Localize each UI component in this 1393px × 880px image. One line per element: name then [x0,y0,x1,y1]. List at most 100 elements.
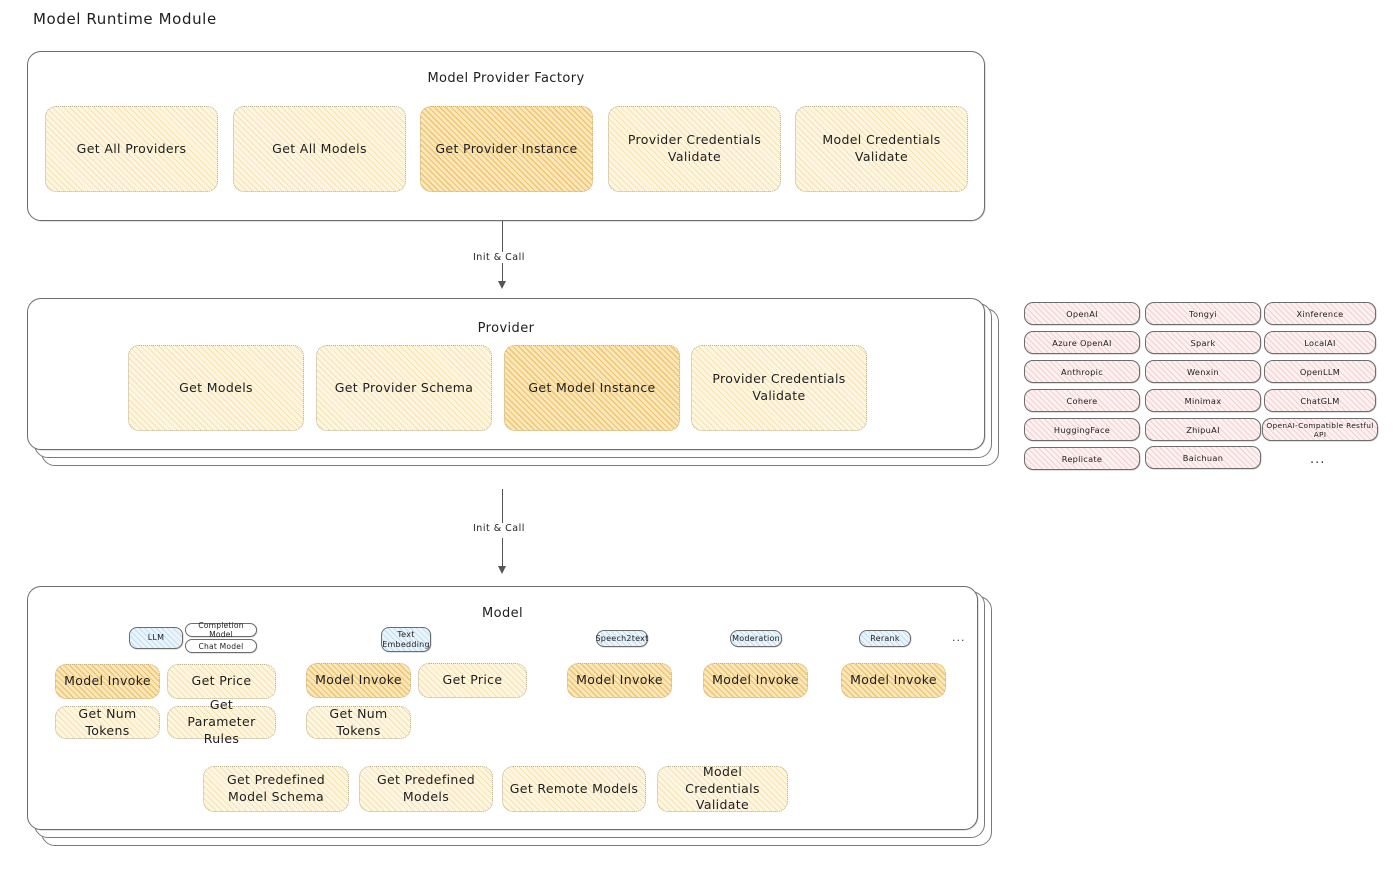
node-label: Model Invoke [64,673,151,689]
node-get-predefined-model-schema[interactable]: Get Predefined Model Schema [203,766,349,812]
provider-chip-wenxin[interactable]: Wenxin [1145,360,1261,383]
node-provider-credentials-validate[interactable]: Provider Credentials Validate [608,106,781,192]
provider-chip-openai-compatible-restful-api[interactable]: OpenAI-Compatible Restful API [1262,418,1378,441]
arrow-provider-to-model-line-lower [502,538,504,568]
provider-chip-tongyi[interactable]: Tongyi [1145,302,1261,325]
chip-label: Cohere [1066,395,1098,406]
provider-chip-cohere[interactable]: Cohere [1024,389,1140,412]
node-label: Get Parameter Rules [187,697,256,746]
provider-title: Provider [477,321,535,336]
provider-chip-anthropic[interactable]: Anthropic [1024,360,1140,383]
model-type-tag-text-embedding[interactable]: Text Embedding [381,627,431,652]
node-label: Provider Credentials Validate [627,132,762,164]
arrow-factory-to-provider-line-lower [502,265,504,283]
node-text-embedding-get-num-tokens[interactable]: Get Num Tokens [306,706,411,739]
model-subtag-completion-model[interactable]: Completion Model [185,621,257,639]
provider-chip-zhipuai[interactable]: ZhipuAI [1145,418,1261,441]
tag-label: Moderation [732,633,780,643]
provider-chip-huggingface[interactable]: HuggingFace [1024,418,1140,441]
tag-label: LLM [147,633,165,642]
node-label: Get Predefined Models [376,772,476,804]
node-speech2text-model-invoke[interactable]: Model Invoke [567,663,672,698]
node-label: Get Price [442,672,503,688]
provider-list-more: ... [1310,452,1326,467]
provider-chip-chatglm[interactable]: ChatGLM [1264,389,1376,412]
node-llm-model-invoke[interactable]: Model Invoke [55,664,160,699]
arrow-factory-to-provider-label: Init & Call [469,252,529,263]
node-get-predefined-models[interactable]: Get Predefined Models [359,766,493,812]
arrow-provider-to-model-label: Init & Call [469,523,529,534]
node-get-models[interactable]: Get Models [128,345,304,431]
node-text-embedding-model-invoke[interactable]: Model Invoke [306,663,411,698]
node-model-credentials-validate-2[interactable]: Model Credentials Validate [657,764,788,812]
subtag-label: Completion Model [198,621,244,639]
model-type-tag-rerank[interactable]: Rerank [859,630,911,647]
chip-label: Minimax [1184,395,1222,406]
node-label: Model Invoke [576,672,663,688]
chip-label: HuggingFace [1053,424,1111,435]
chip-label: ChatGLM [1300,395,1340,406]
chip-label: OpenLLM [1299,366,1341,377]
node-label: Get Provider Schema [334,379,474,395]
tag-label: Speech2text [595,633,649,643]
chip-label: Wenxin [1187,366,1219,377]
provider-chip-azure-openai[interactable]: Azure OpenAI [1024,331,1140,354]
provider-chip-openllm[interactable]: OpenLLM [1264,360,1376,383]
node-llm-get-parameter-rules[interactable]: Get Parameter Rules [167,697,276,746]
node-get-all-models[interactable]: Get All Models [233,106,406,192]
node-label: Get Provider Instance [435,140,578,156]
arrow-provider-to-model-head [498,566,506,574]
arrow-provider-to-model-line [502,489,504,525]
chip-label: Anthropic [1060,366,1104,377]
node-text-embedding-get-price[interactable]: Get Price [418,663,527,698]
chip-label: Spark [1190,337,1216,348]
node-label: Get Predefined Model Schema [226,772,326,804]
node-llm-get-price[interactable]: Get Price [167,664,276,699]
provider-chip-minimax[interactable]: Minimax [1145,389,1261,412]
node-label: Model Invoke [850,672,937,688]
arrow-factory-to-provider-line [502,221,504,265]
node-get-provider-instance[interactable]: Get Provider Instance [420,106,593,192]
tag-label: Rerank [870,633,900,643]
node-get-model-instance[interactable]: Get Model Instance [504,345,680,431]
chip-label: Azure OpenAI [1052,337,1112,348]
node-label: Get Models [179,379,253,395]
arrow-factory-to-provider-head [498,281,506,289]
model-type-tag-moderation[interactable]: Moderation [730,630,782,647]
model-types-more: ... [952,631,966,644]
provider-chip-openai[interactable]: OpenAI [1024,302,1140,325]
node-label: Model Invoke [315,672,402,688]
chip-label: OpenAI-Compatible Restful API [1266,420,1374,439]
model-provider-factory-title: Model Provider Factory [427,71,585,86]
model-title: Model [481,606,524,621]
node-label: Get Model Instance [528,379,656,395]
chip-label: Replicate [1061,453,1103,464]
model-subtag-chat-model[interactable]: Chat Model [185,639,257,653]
provider-chip-spark[interactable]: Spark [1145,331,1261,354]
model-type-tag-speech2text[interactable]: Speech2text [595,630,649,647]
chip-label: Baichuan [1182,452,1224,463]
node-model-credentials-validate[interactable]: Model Credentials Validate [795,106,968,192]
chip-label: LocalAI [1304,337,1336,348]
node-label: Get Remote Models [509,780,639,796]
tag-label: Text Embedding [382,629,430,649]
node-provider-credentials-validate-2[interactable]: Provider Credentials Validate [691,345,867,431]
provider-chip-baichuan[interactable]: Baichuan [1145,446,1261,469]
node-label: Model Invoke [712,672,799,688]
provider-chip-xinference[interactable]: Xinference [1264,302,1376,325]
node-label: Get All Providers [76,140,187,156]
chip-label: Xinference [1296,308,1344,319]
subtag-label: Chat Model [198,641,244,651]
model-type-tag-llm[interactable]: LLM [129,627,183,649]
node-moderation-model-invoke[interactable]: Model Invoke [703,663,808,698]
node-llm-get-num-tokens[interactable]: Get Num Tokens [55,706,160,739]
node-label: Get All Models [272,140,367,156]
provider-chip-replicate[interactable]: Replicate [1024,447,1140,470]
node-get-provider-schema[interactable]: Get Provider Schema [316,345,492,431]
node-get-remote-models[interactable]: Get Remote Models [502,766,646,812]
node-get-all-providers[interactable]: Get All Providers [45,106,218,192]
node-label: Get Num Tokens [78,705,137,738]
provider-chip-localai[interactable]: LocalAI [1264,331,1376,354]
node-rerank-model-invoke[interactable]: Model Invoke [841,663,946,698]
